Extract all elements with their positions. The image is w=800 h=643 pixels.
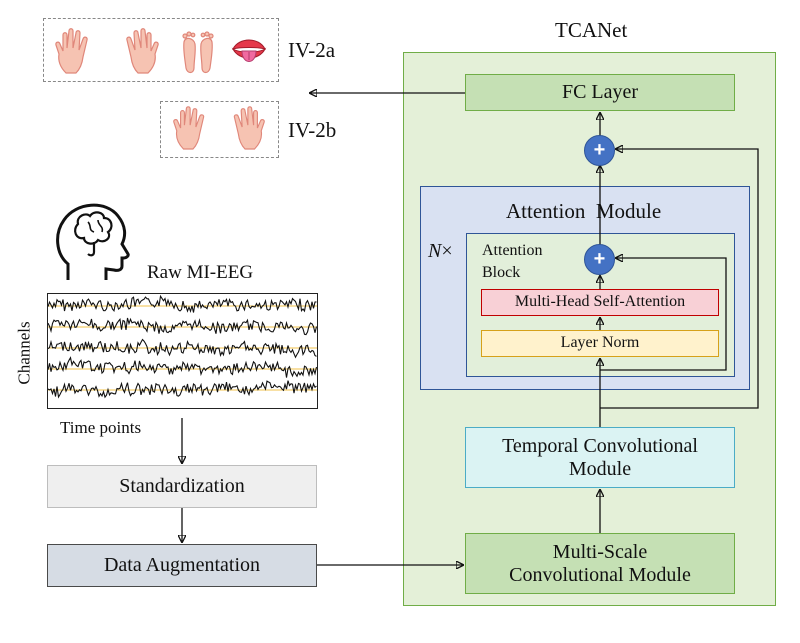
multiscale-conv-box: Multi-Scale Convolutional Module xyxy=(465,533,735,594)
tcanet-title: TCANet xyxy=(555,18,628,42)
multiscale-conv-label-2: Convolutional Module xyxy=(509,563,691,586)
eeg-channel-trace xyxy=(48,380,317,399)
eeg-channel-trace xyxy=(48,338,317,359)
right-hand-icon xyxy=(126,28,159,74)
data-augmentation-label: Data Augmentation xyxy=(103,554,261,576)
left-hand-icon xyxy=(55,28,88,74)
dataset-iv2b-box xyxy=(160,101,279,158)
head-brain-icon xyxy=(56,203,130,280)
attention-block-label-1: Attention xyxy=(482,242,543,259)
time-points-label: Time points xyxy=(60,418,142,437)
mhsa-label: Multi-Head Self-Attention xyxy=(514,293,686,311)
temporal-conv-label-1: Temporal Convolutional xyxy=(502,434,698,457)
dataset-iv2a-box xyxy=(43,18,279,82)
standardization-label: Standardization xyxy=(119,475,245,497)
eeg-channel-trace xyxy=(48,294,317,313)
feet-icon xyxy=(182,31,214,74)
residual-inner xyxy=(600,258,727,371)
eeg-channel-trace xyxy=(48,356,317,378)
eeg-signal-plot xyxy=(48,294,317,399)
fc-layer-box: FC Layer xyxy=(465,74,735,111)
temporal-conv-label-2: Module xyxy=(568,457,632,480)
fc-layer-label: FC Layer xyxy=(561,81,639,103)
standardization-box: Standardization xyxy=(47,465,317,508)
right-hand-icon-2b xyxy=(233,106,265,150)
repeat-times: × xyxy=(441,240,453,262)
repeat-marker: N× xyxy=(428,240,453,263)
tongue-icon xyxy=(231,39,267,62)
dataset-iv2b-label: IV-2b xyxy=(288,118,337,142)
eeg-channel-trace xyxy=(48,317,317,336)
repeat-n: N xyxy=(428,240,442,262)
attention-block-label-2: Block xyxy=(482,264,521,281)
residual-add-top: + xyxy=(584,135,615,166)
mhsa-box: Multi-Head Self-Attention xyxy=(481,289,719,316)
residual-outer xyxy=(600,149,759,409)
layer-norm-box: Layer Norm xyxy=(481,330,719,357)
residual-add-block: + xyxy=(584,244,615,275)
dataset-iv2a-label: IV-2a xyxy=(288,38,336,62)
attention-module-title: Attention Module xyxy=(506,199,662,223)
layer-norm-label: Layer Norm xyxy=(560,334,640,352)
multiscale-conv-label-1: Multi-Scale xyxy=(552,540,648,563)
temporal-conv-box: Temporal Convolutional Module xyxy=(465,427,735,488)
left-hand-icon-2b xyxy=(173,106,205,150)
eeg-signal-panel xyxy=(47,293,318,409)
raw-eeg-label: Raw MI-EEG xyxy=(147,262,254,283)
data-augmentation-box: Data Augmentation xyxy=(47,544,317,587)
